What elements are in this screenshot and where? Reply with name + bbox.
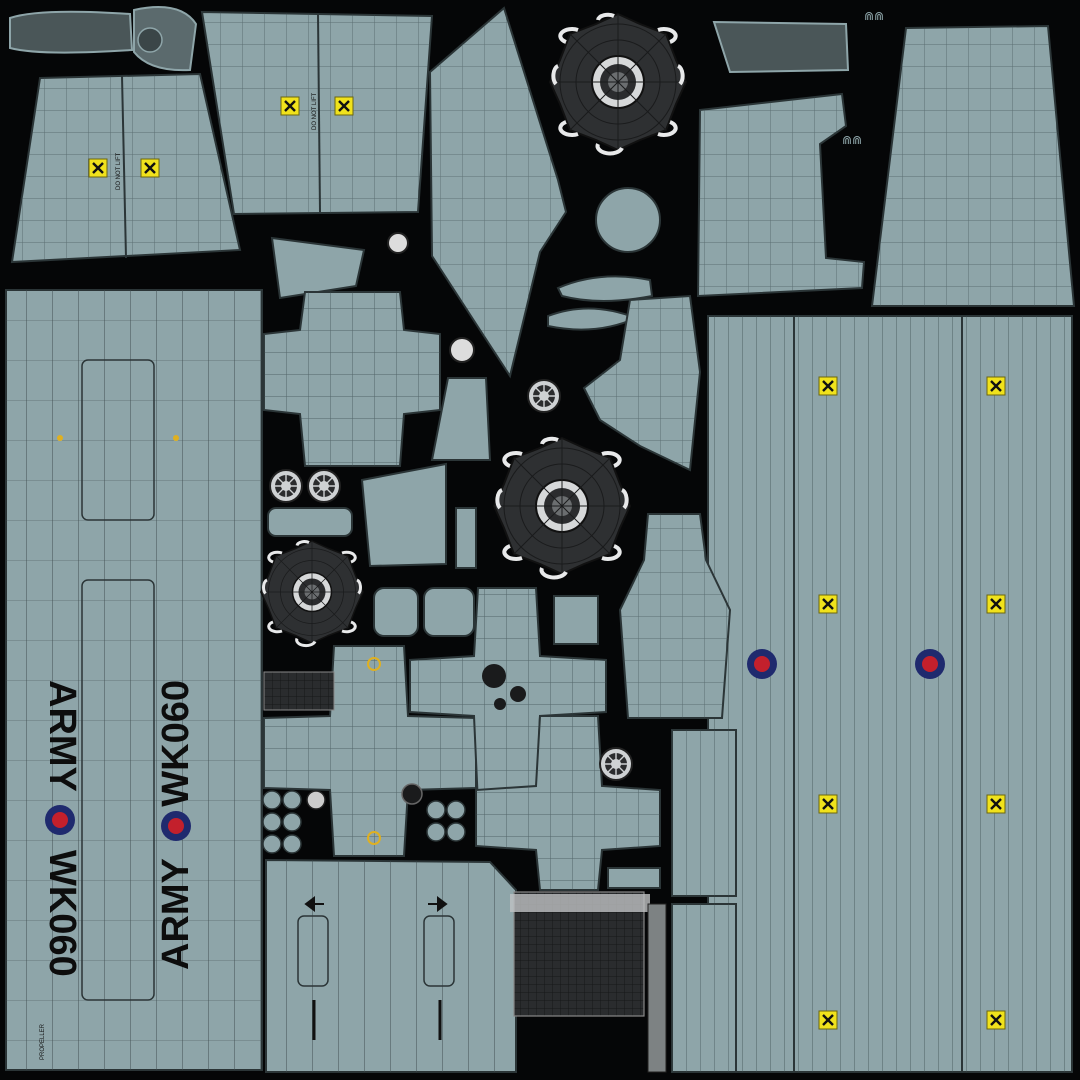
tail-panel-center: DO NOT LIFT	[200, 10, 434, 216]
army-marking-mirrored: ARMY	[155, 858, 197, 970]
wheel-icon	[599, 747, 633, 781]
hazard-x-icon	[333, 95, 355, 117]
cowl-piece: ⋒⋒ ⋒⋒	[696, 9, 884, 298]
raf-roundel-icon	[915, 649, 945, 679]
hazard-x-icon	[139, 157, 161, 179]
propeller-label: PROPELLER	[40, 1023, 46, 1060]
middle-small-parts	[527, 187, 702, 472]
tail-panel-left: DO NOT LIFT	[10, 72, 242, 264]
cross-piece-lower-left	[263, 645, 477, 857]
raf-roundel-icon	[747, 649, 777, 679]
serial-marking-mirrored: WK060	[155, 680, 197, 807]
hazard-x-icon	[817, 593, 839, 615]
no-lift-label: DO NOT LIFT	[116, 152, 122, 190]
hazard-x-icon	[817, 375, 839, 397]
nacelle-piece	[618, 513, 732, 719]
hazard-x-icon	[985, 593, 1007, 615]
hazard-x-icon	[279, 95, 301, 117]
engine-detail-block	[510, 867, 667, 1073]
small-marking: ⋒⋒	[864, 9, 884, 23]
serial-marking: WK060	[41, 850, 83, 977]
hazard-x-icon	[985, 1009, 1007, 1031]
army-marking: ARMY	[41, 680, 83, 792]
center-small-parts	[263, 232, 492, 569]
raf-roundel-icon	[45, 805, 75, 835]
cross-piece-lower-right	[475, 715, 661, 891]
small-marking: ⋒⋒	[842, 133, 862, 147]
radiator-grille	[263, 671, 335, 711]
wheel-icon	[269, 469, 303, 503]
wheel-icon	[307, 469, 341, 503]
hazard-x-icon	[985, 375, 1007, 397]
wheel-icon	[527, 379, 561, 413]
hazard-x-icon	[817, 1009, 839, 1031]
hazard-x-icon	[817, 793, 839, 815]
strip-panels	[671, 729, 737, 1073]
fuselage-panel-right	[707, 315, 1073, 1073]
small-blocks	[373, 587, 599, 645]
wheel-cluster	[262, 783, 466, 854]
fuselage-panel-bottom	[265, 858, 517, 1073]
fuselage-panel-left: ARMY WK060 WK060 ARMY PROPELLER	[5, 289, 263, 1071]
hazard-x-icon	[87, 157, 109, 179]
hazard-x-icon	[985, 793, 1007, 815]
top-left-dark-part	[9, 6, 198, 72]
raf-roundel-icon	[161, 811, 191, 841]
wing-center	[428, 6, 568, 379]
no-lift-label: DO NOT LIFT	[312, 92, 318, 130]
fin-panel-right	[870, 24, 1076, 307]
